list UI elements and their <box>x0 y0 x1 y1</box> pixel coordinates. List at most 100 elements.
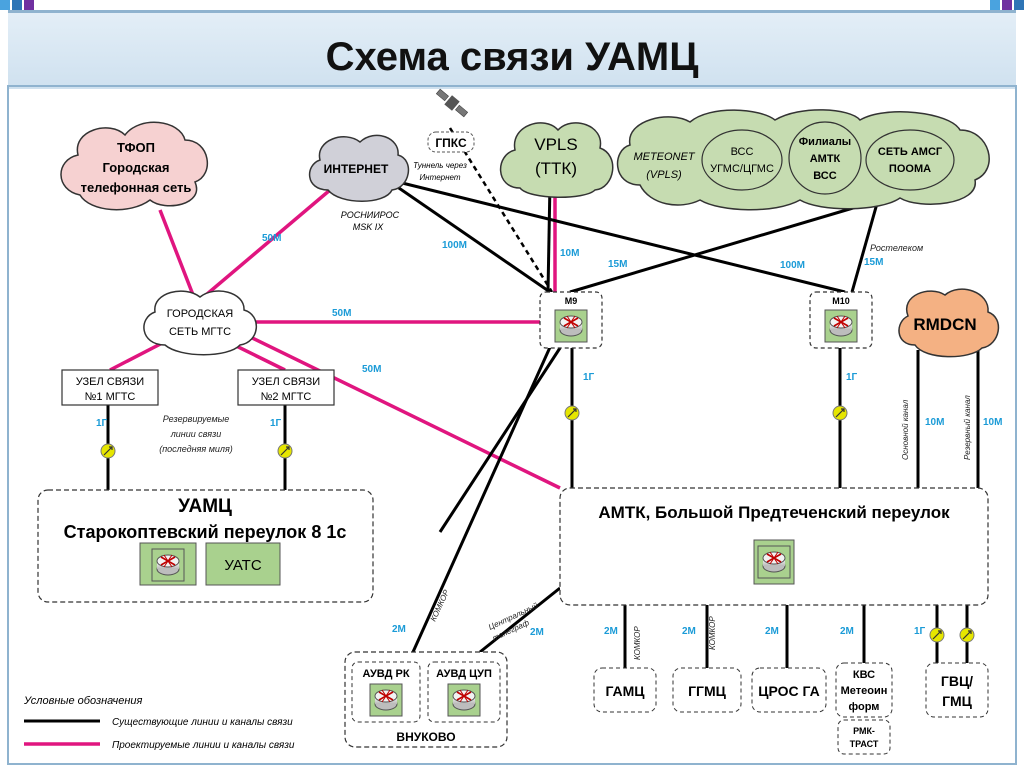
diagram-label: 15М <box>608 259 627 270</box>
diagram-label: Метеоин <box>841 685 888 697</box>
diagram-label: 1Г <box>846 372 858 383</box>
diagram-label: №2 МГТС <box>261 391 312 403</box>
vpls-cloud: VPLS (ТТК) <box>499 122 614 198</box>
internet-cloud: ИНТЕРНЕТ РОСНИИРОС MSK IX <box>309 134 410 232</box>
rmdcn-cloud: RMDCN <box>898 288 1000 358</box>
diagram-label: СЕТЬ АМСГ <box>878 146 943 158</box>
diagram-label: Основной канал <box>901 399 910 460</box>
amtk-box: АМТК, Большой Предтеченский переулок <box>559 487 989 606</box>
diagram-label: КОМКОР <box>633 626 642 660</box>
diagram-label: Филиалы <box>799 136 851 148</box>
diagram-label: РМК- <box>853 726 875 736</box>
slide-border <box>7 85 1017 765</box>
diagram-label: СЕТЬ МГТС <box>169 326 231 338</box>
title-bar: Схема связи УАМЦ <box>8 10 1016 89</box>
diagram-label: 2М <box>604 626 618 637</box>
router-icon <box>757 545 791 579</box>
diagram-label: ГВЦ/ <box>941 673 973 689</box>
satellite-icon <box>435 88 469 118</box>
tfop-cloud: ТФОП Городская телефонная сеть <box>60 121 209 211</box>
diagram-label: УЗЕЛ СВЯЗИ <box>252 376 320 388</box>
diagram-label: 1Г <box>914 626 926 637</box>
diagram-label: 15М <box>864 257 883 268</box>
meteonet-cloud: METEONET (VPLS) ВСС УГМС/ЦГМС Филиалы АМ… <box>616 109 990 211</box>
diagram-label: КОМКОР <box>708 616 717 650</box>
diagram-label: (ТТК) <box>535 159 577 178</box>
diagram-label: 2М <box>530 627 544 638</box>
diagram-label: КОМКОР <box>429 588 452 623</box>
diagram-label: ВСС <box>731 146 754 158</box>
router-icon <box>824 309 858 343</box>
diagram-label: 10М <box>925 417 944 428</box>
diagram-label: 2М <box>682 626 696 637</box>
gpks-label: ГПКС Туннель через Интернет <box>413 131 475 182</box>
diagram-label: телефонная сеть <box>81 180 192 195</box>
diagram-label: ВНУКОВО <box>396 730 455 744</box>
diagram-label: ИНТЕРНЕТ <box>324 162 389 176</box>
diagram-label: MSK IX <box>353 222 385 232</box>
speed-labels: 50М 50М 50М 100М 10М 15М 100М 15М 1Г 1Г … <box>96 233 1002 638</box>
router-icon <box>369 683 403 717</box>
diagram-label: КВС <box>853 669 875 681</box>
diagram-label: 50М <box>262 233 281 244</box>
bottom-nodes: ГАМЦ ГГМЦ ЦРОС ГА КВС Метеоин форм РМК- … <box>593 662 989 755</box>
diagram-label: 2М <box>840 626 854 637</box>
uzel1-box: УЗЕЛ СВЯЗИ №1 МГТС <box>61 369 159 406</box>
diagram-label: METEONET <box>633 151 695 163</box>
diagram-label: УАТС <box>224 557 262 574</box>
diagram-label: Резервируемые <box>163 414 230 424</box>
diagram-label: Городская <box>102 160 169 175</box>
diagram-label: 1Г <box>270 418 282 429</box>
diagram-label: АМТК <box>810 153 841 165</box>
router-icon <box>151 548 185 582</box>
m9-node: M9 <box>539 291 603 349</box>
diagram-label: Резервный канал <box>963 395 972 460</box>
diagram-label: 100М <box>442 240 467 251</box>
existing-links <box>106 173 980 668</box>
diagram-label: АМТК, Большой Предтеченский переулок <box>598 503 950 522</box>
diagram-label: (VPLS) <box>646 169 682 181</box>
diagram-label: ГАМЦ <box>605 683 645 699</box>
diagram-label: Интернет <box>419 173 460 182</box>
diagram-label: №1 МГТС <box>85 391 136 403</box>
diagram-label: Старокоптевский переулок 8 1с <box>64 522 347 542</box>
page-title: Схема связи УАМЦ <box>325 35 699 79</box>
diagram-label: 2М <box>765 626 779 637</box>
uzel2-box: УЗЕЛ СВЯЗИ №2 МГТС <box>237 369 335 406</box>
diagram-label: АУВД ЦУП <box>436 668 492 680</box>
diagram-label: ПООМА <box>889 163 931 175</box>
diagram-label: АУВД РК <box>362 668 409 680</box>
diagram-label: УЗЕЛ СВЯЗИ <box>76 376 144 388</box>
diagram-label: VPLS <box>534 135 577 154</box>
diagram-label: 1Г <box>583 372 595 383</box>
diagram-label: RMDCN <box>913 315 976 334</box>
diagram-label: Условные обозначения <box>23 695 143 707</box>
diagram-label: Существующие линии и каналы связи <box>112 717 293 728</box>
diagram-label: 1Г <box>96 418 108 429</box>
uats-box <box>205 542 281 586</box>
diagram-label: Ростелеком <box>870 243 923 253</box>
mgts-cloud: ГОРОДСКАЯ СЕТЬ МГТС <box>143 290 258 356</box>
diagram-label: Туннель через <box>413 161 467 170</box>
diagram-label: M10 <box>832 296 850 306</box>
diagram-label: 100М <box>780 260 805 271</box>
diagram-label: РОСНИИРОС <box>341 210 400 220</box>
diagram-label: ВСС <box>813 170 836 182</box>
uamc-box: УАМЦ Старокоптевский переулок 8 1с УАТС <box>37 489 374 603</box>
legend: Условные обозначения Существующие линии … <box>23 695 295 751</box>
diagram-label: линии связи <box>170 429 222 439</box>
diagram-label: ТРАСТ <box>850 739 879 749</box>
diagram-label: 10М <box>983 417 1002 428</box>
diagram-label: ГМЦ <box>942 693 973 709</box>
router-icon <box>447 683 481 717</box>
diagram-label: ЦРОС ГА <box>758 683 819 699</box>
m10-node: M10 <box>809 291 873 349</box>
diagram-label: УАМЦ <box>178 496 232 517</box>
diagram-label: ТФОП <box>117 140 155 155</box>
diagram-label: Проектируемые линии и каналы связи <box>112 740 295 751</box>
diagram-label: УГМС/ЦГМС <box>710 163 774 175</box>
diagram-label: 50М <box>362 364 381 375</box>
diagram-label: форм <box>849 701 880 713</box>
